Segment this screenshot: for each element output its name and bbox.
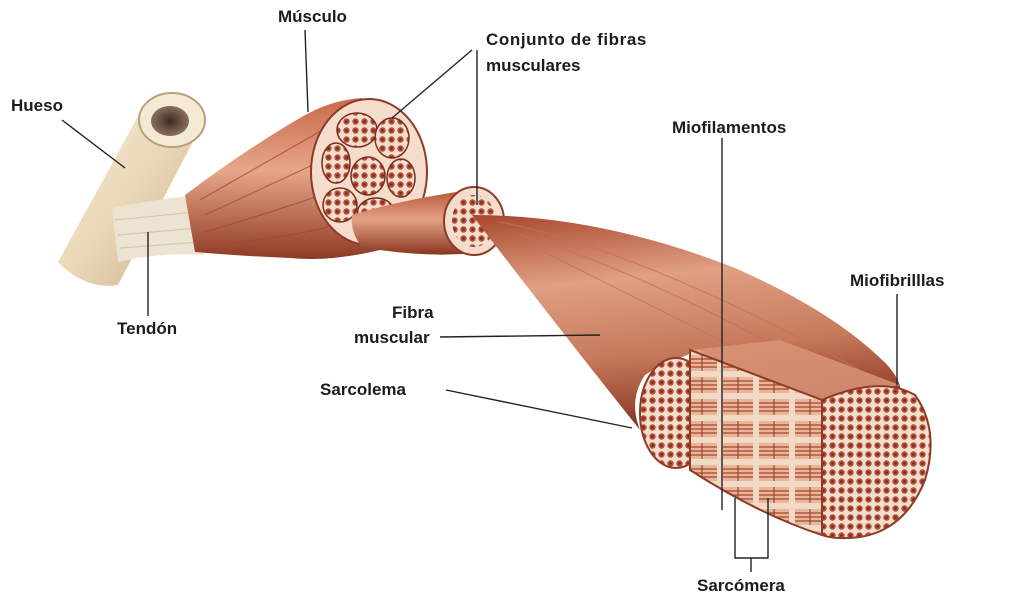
label-conjunto-fibras-line1: Conjunto de fibras	[486, 30, 647, 49]
label-musculo: Músculo	[278, 7, 347, 26]
leader-fibra	[439, 334, 601, 338]
muscle-cross-section-fascicles	[321, 112, 416, 231]
label-sarcomera: Sarcómera	[697, 576, 785, 595]
fiber-cross-section	[639, 340, 932, 540]
leader-lines	[61, 29, 898, 572]
label-tendon: Tendón	[117, 319, 178, 338]
label-hueso: Hueso	[11, 96, 63, 115]
leader-musculo	[304, 29, 309, 113]
leader-sarcolema	[445, 389, 633, 429]
leader-hueso	[61, 119, 126, 169]
label-miofibrillas: Miofibrilllas	[850, 271, 945, 290]
label-fibra-line1: Fibra	[392, 303, 434, 322]
tendon	[112, 196, 205, 262]
fascicle	[351, 186, 505, 256]
label-fibra-line2: muscular	[354, 328, 430, 347]
leader-conjunto-a	[391, 49, 473, 119]
label-miofilamentos: Miofilamentos	[672, 118, 787, 137]
bone	[58, 92, 206, 286]
muscle	[185, 98, 428, 259]
label-sarcolema: Sarcolema	[320, 380, 406, 399]
label-conjunto-fibras-line2: musculares	[486, 56, 581, 75]
